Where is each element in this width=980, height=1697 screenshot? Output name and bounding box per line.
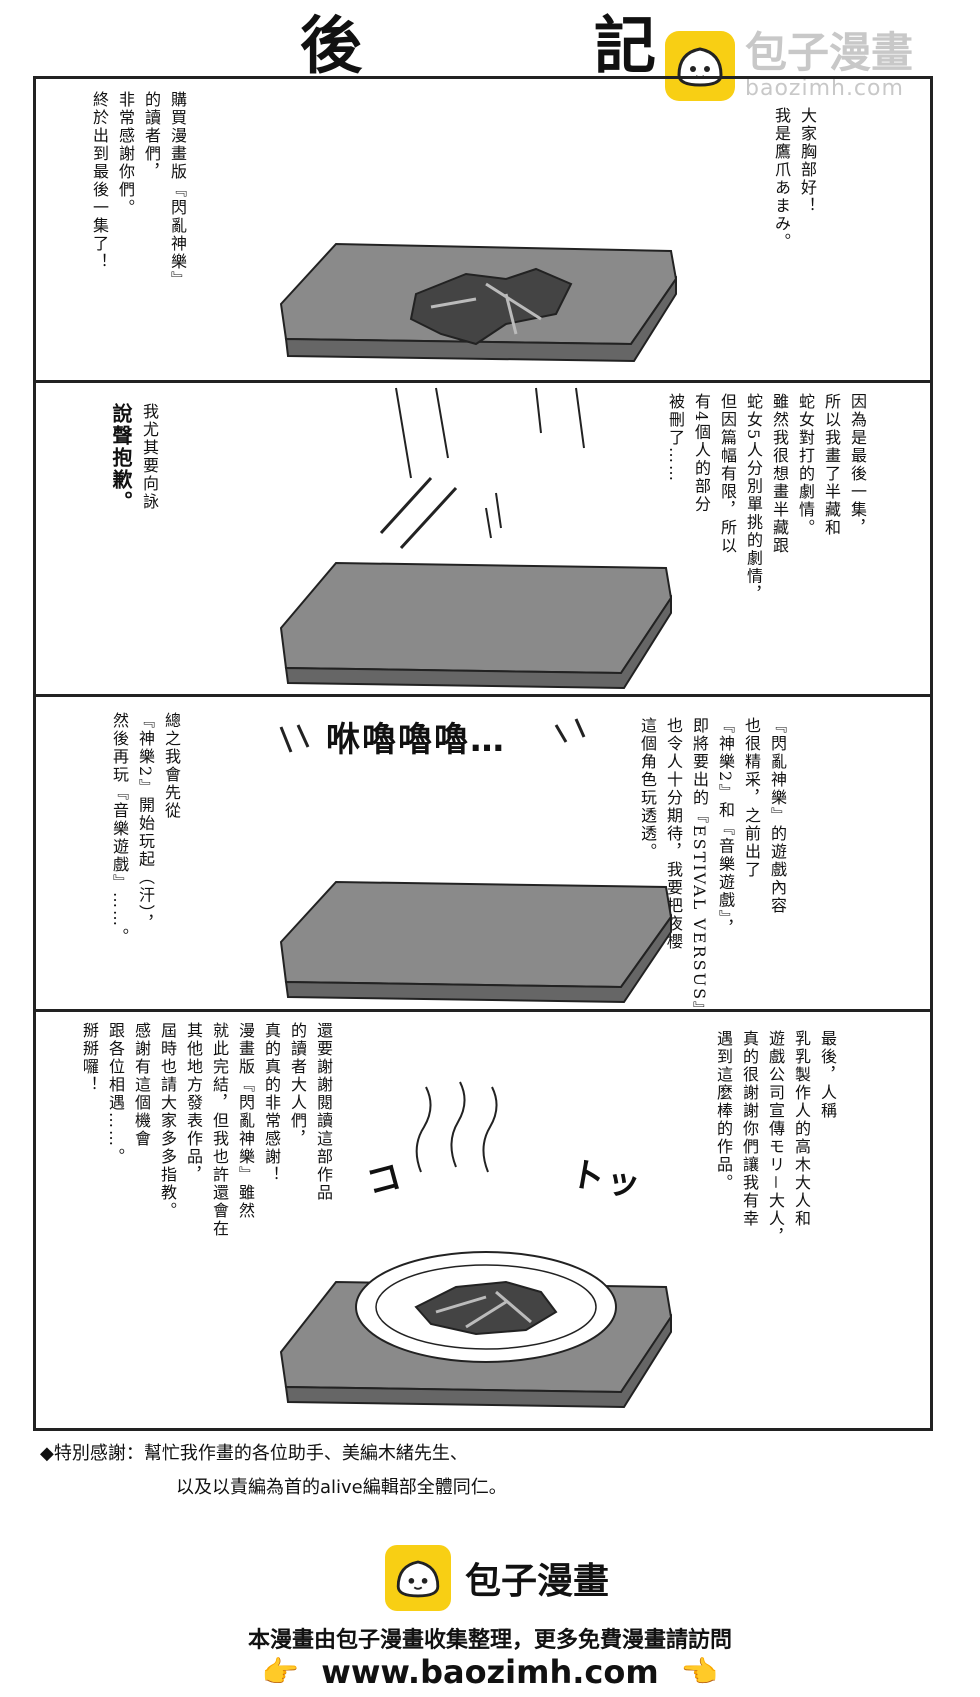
- tray-with-food-illustration: [279, 242, 678, 363]
- footer-brand-name: 包子漫畫: [465, 1561, 610, 1602]
- panel4-text-right: 最後，人稱 乳乳製作人的高木大人和 遊戲公司宣傳モリ－大人， 真的很謝謝你們讓我…: [714, 1030, 837, 1247]
- panel-4: 最後，人稱 乳乳製作人的高木大人和 遊戲公司宣傳モリ－大人， 真的很謝謝你們讓我…: [36, 1012, 930, 1428]
- panel-1: 大家胸部好！ 我是鷹爪あまみ。 購買漫畫版『閃亂神樂』 的讀者們， 非常感謝你們…: [36, 79, 930, 383]
- panel2-text-right: 因為是最後一集， 所以我畫了半藏和 蛇女對打的劇情。 雖然我很想畫半藏跟 蛇女5…: [666, 393, 867, 604]
- footer-note: 本漫畫由包子漫畫收集整理，更多免費漫畫請訪問: [247, 1628, 732, 1653]
- watermark[interactable]: 包子漫畫 baozimh.com: [665, 30, 913, 101]
- pointing-right-hand-icon: 👉: [261, 1654, 300, 1690]
- comic-frame: 大家胸部好！ 我是鷹爪あまみ。 購買漫畫版『閃亂神樂』 的讀者們， 非常感謝你們…: [33, 76, 933, 1431]
- landing-tray-illustration: [279, 718, 673, 1004]
- watermark-url[interactable]: baozimh.com: [745, 76, 904, 101]
- panel1-text-left: 購買漫畫版『閃亂神樂』 的讀者們， 非常感謝你們。 終於出到最後一集了！: [90, 91, 187, 289]
- footer-url-link[interactable]: www.baozimh.com: [321, 1653, 659, 1691]
- title-char-2: 記: [593, 9, 660, 82]
- panel-3: 咻嚕嚕嚕… 『閃亂神樂』的遊戲內容 也很精采，之前出了 『神樂2』和『音樂遊戲』…: [36, 697, 930, 1019]
- panel3-text-right: 『閃亂神樂』的遊戲內容 也很精采，之前出了 『神樂2』和『音樂遊戲』， 即將要出…: [638, 717, 787, 1020]
- pointing-left-hand-icon: 👈: [680, 1654, 719, 1690]
- footer-brand[interactable]: 包子漫畫: [385, 1545, 609, 1611]
- title-char-1: 後: [300, 9, 367, 82]
- panel3-text-left: 總之我會先從 『神樂2』開始玩起（汗）， 然後再玩『音樂遊戲』……。: [110, 712, 181, 946]
- panel1-text-right: 大家胸部好！ 我是鷹爪あまみ。: [772, 107, 817, 251]
- panel2-text-left-2: 說聲抱歉。: [109, 403, 133, 513]
- whoosh-sfx: 咻嚕嚕嚕…: [326, 720, 506, 760]
- panel4-text-left: 還要謝謝閱讀這部作品 的讀者大人們， 真的真的非常感謝！ 漫畫版『閃亂神樂』雖然…: [80, 1022, 333, 1238]
- bun-logo-icon: [665, 30, 735, 101]
- footer-url-row: 👉 www.baozimh.com 👈: [0, 1653, 980, 1691]
- falling-tray-illustration: [279, 387, 673, 690]
- page-title: 後 記: [300, 0, 660, 82]
- credit-line-1: ◆特別感謝：幫忙我作畫的各位助手、美編木緒先生、: [40, 1443, 468, 1464]
- watermark-name: 包子漫畫: [745, 28, 914, 77]
- bun-logo-icon: [385, 1545, 451, 1611]
- panel2-text-left-1: 我尤其要向詠: [140, 403, 159, 511]
- special-thanks: ◆特別感謝：幫忙我作畫的各位助手、美編木緒先生、 以及以責編為首的alive編輯…: [40, 1437, 507, 1505]
- panel-2: 因為是最後一集， 所以我畫了半藏和 蛇女對打的劇情。 雖然我很想畫半藏跟 蛇女5…: [36, 383, 930, 697]
- credit-line-2: 以及以責編為首的alive編輯部全體同仁。: [176, 1477, 507, 1498]
- served-dish-illustration: [279, 1081, 673, 1409]
